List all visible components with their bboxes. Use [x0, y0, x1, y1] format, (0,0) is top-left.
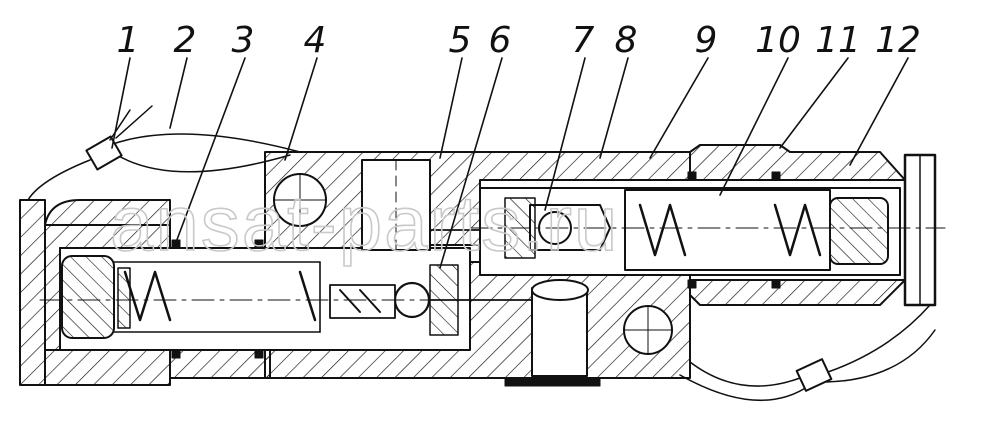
callout-1: 1: [117, 20, 140, 61]
callout-3: 3: [232, 20, 255, 61]
valve-internals: [39, 171, 946, 359]
callout-7: 7: [572, 20, 595, 61]
callout-6: 6: [489, 20, 512, 61]
callout-2: 2: [174, 20, 197, 61]
callout-4: 4: [304, 20, 327, 61]
watermark-text: ansat-parts.ru: [110, 179, 619, 267]
lockwire-seal-right: [679, 304, 936, 402]
internal-bores: [59, 159, 901, 377]
leader-lines: [111, 57, 909, 269]
callout-8: 8: [615, 20, 638, 61]
callout-5: 5: [449, 20, 472, 61]
callout-10: 10: [755, 20, 801, 61]
callout-12: 12: [875, 20, 921, 61]
callout-9: 9: [695, 20, 718, 61]
callout-11: 11: [815, 20, 861, 61]
